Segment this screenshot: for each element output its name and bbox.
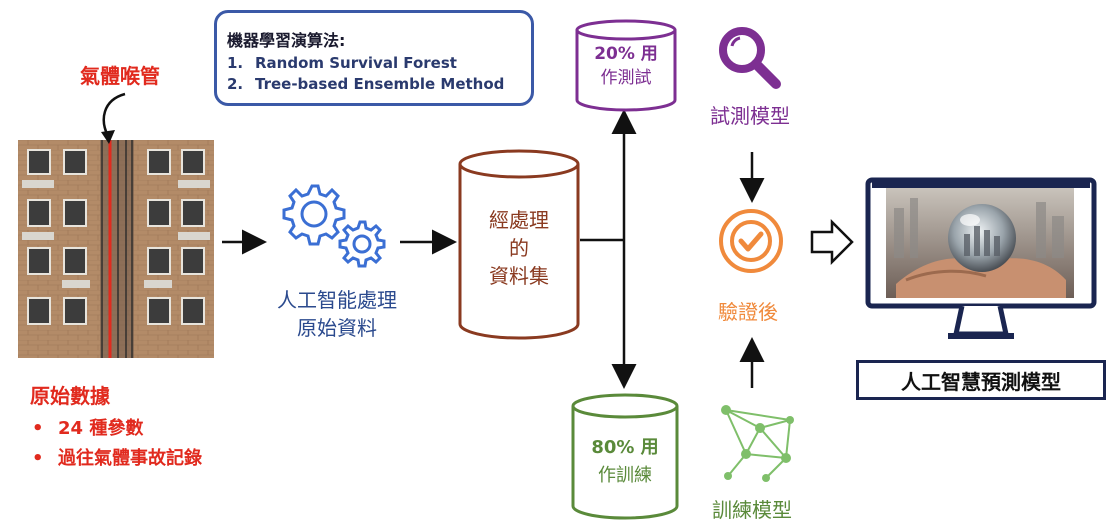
test-model-label: 試測模型 <box>710 104 790 128</box>
crystal-ball-image <box>886 188 1074 298</box>
train-data-cylinder <box>571 393 679 520</box>
train-data-label: 80% 用 作訓練 <box>591 437 659 486</box>
train-model-label: 訓練模型 <box>712 498 792 522</box>
algorithm-title: 機器學習演算法: <box>227 31 346 50</box>
algorithm-item: 1.Random Survival Forest <box>227 54 457 72</box>
raw-data-bullets: •24 種參數 •過往氣體事故記錄 <box>32 414 202 474</box>
prediction-model-label: 人工智慧預測模型 <box>856 360 1106 400</box>
test-data-cylinder <box>575 19 677 112</box>
processed-dataset-label: 經處理 的 資料集 <box>489 208 549 288</box>
check-circle-icon <box>719 209 783 273</box>
arrow-outline-icon <box>810 218 854 266</box>
network-icon <box>721 405 794 482</box>
algorithm-box: 機器學習演算法: 1.Random Survival Forest 2.Tree… <box>214 10 534 106</box>
bullet-item: •24 種參數 <box>32 418 144 439</box>
bullet-item: •過往氣體事故記錄 <box>32 448 202 469</box>
building-photo <box>18 140 214 358</box>
gas-pipe-label: 氣體喉管 <box>80 64 160 88</box>
gears-icon <box>282 184 386 268</box>
test-data-label: 20% 用 作測試 <box>594 44 658 88</box>
ai-process-label: 人工智能處理 原始資料 <box>277 288 397 340</box>
pipe-pointer-arrow <box>101 92 126 144</box>
processed-dataset-cylinder <box>458 149 580 340</box>
magnifier-icon <box>719 27 781 89</box>
algorithm-item: 2.Tree-based Ensemble Method <box>227 75 505 93</box>
validated-label: 驗證後 <box>718 300 778 324</box>
raw-data-title: 原始數據 <box>30 384 110 408</box>
